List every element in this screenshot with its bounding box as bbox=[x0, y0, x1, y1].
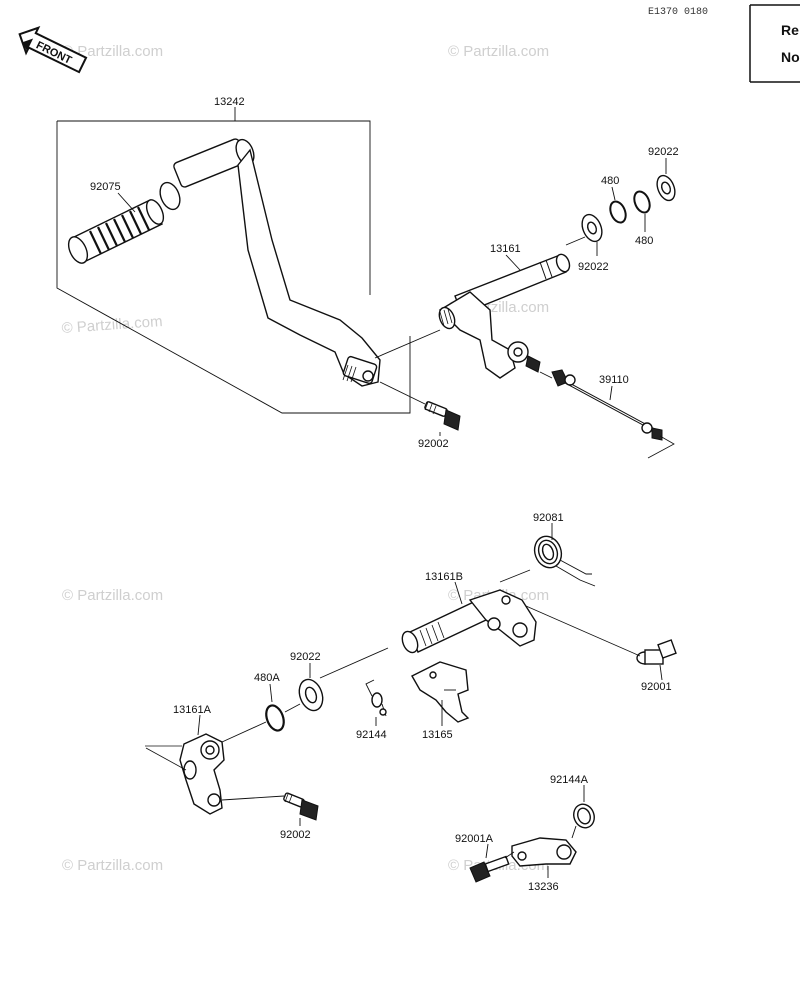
shift-shaft-13161 bbox=[438, 253, 571, 379]
washer-92022-top bbox=[656, 174, 676, 202]
label-480A[interactable]: 480A bbox=[254, 672, 280, 684]
lever-13161A bbox=[179, 733, 225, 815]
tie-rod-39110 bbox=[551, 369, 663, 441]
label-92001[interactable]: 92001 bbox=[641, 681, 672, 693]
label-39110[interactable]: 39110 bbox=[599, 374, 629, 386]
axis-92001 bbox=[525, 605, 641, 657]
washer-92022-low bbox=[298, 678, 324, 712]
plate-13165 bbox=[411, 661, 470, 723]
bolt-92001 bbox=[636, 639, 677, 665]
axis-bolt-low bbox=[221, 795, 285, 801]
label-13161[interactable]: 13161 bbox=[490, 243, 521, 255]
label-92144A[interactable]: 92144A bbox=[550, 774, 589, 786]
spring-92144A bbox=[571, 803, 595, 839]
assembly-outline-top bbox=[57, 120, 371, 295]
leader-92001A bbox=[485, 843, 489, 859]
label-92081[interactable]: 92081 bbox=[533, 512, 564, 524]
axis-tie-rod-right bbox=[647, 435, 675, 459]
corner-text-1: Re bbox=[781, 22, 799, 38]
circlip-480A bbox=[265, 704, 285, 732]
bolt-92002-top bbox=[424, 401, 461, 431]
label-480-mid[interactable]: 480 bbox=[635, 235, 653, 247]
leader-92001 bbox=[659, 664, 663, 681]
axis-circlip bbox=[284, 703, 301, 713]
label-13242[interactable]: 13242 bbox=[214, 96, 245, 108]
label-92022-mid[interactable]: 92022 bbox=[578, 261, 609, 273]
shift-pedal bbox=[159, 138, 381, 387]
washer-92022-mid bbox=[581, 213, 603, 243]
label-92144[interactable]: 92144 bbox=[356, 729, 387, 741]
axis-top-shaft bbox=[565, 236, 586, 246]
diagram-code: E1370 0180 bbox=[648, 7, 708, 18]
shift-shaft-13161B bbox=[401, 589, 537, 654]
corner-text-2: No bbox=[781, 49, 800, 65]
bolt-92002-low bbox=[283, 792, 319, 821]
bolt-92001A bbox=[469, 855, 510, 883]
label-13161B[interactable]: 13161B bbox=[425, 571, 463, 583]
leader-39110 bbox=[609, 385, 613, 401]
axis-lever-left2 bbox=[145, 747, 187, 771]
leader-13161A bbox=[197, 714, 201, 736]
leader-92075 bbox=[117, 192, 136, 213]
axis-92001A bbox=[504, 851, 515, 859]
watermark: © Partzilla.com bbox=[62, 587, 163, 604]
label-13165[interactable]: 13165 bbox=[422, 729, 453, 741]
watermark: © Partzilla.com bbox=[61, 313, 163, 337]
assembly-outline bbox=[56, 121, 411, 414]
leader-480A bbox=[269, 683, 273, 703]
watermark: © Partzilla.com bbox=[448, 43, 549, 60]
leader-480-top bbox=[611, 186, 616, 201]
label-480-top[interactable]: 480 bbox=[601, 175, 619, 187]
pedal-rubber bbox=[67, 199, 165, 264]
watermark: © Partzilla.com bbox=[62, 43, 163, 60]
label-92002-top[interactable]: 92002 bbox=[418, 438, 449, 450]
label-13161A[interactable]: 13161A bbox=[173, 704, 212, 716]
label-92075[interactable]: 92075 bbox=[90, 181, 121, 193]
circlip-480-mid bbox=[633, 190, 651, 214]
watermark-group: © Partzilla.com © Partzilla.com © Partzi… bbox=[61, 43, 549, 874]
leader-13161B bbox=[454, 581, 463, 605]
label-92022-top[interactable]: 92022 bbox=[648, 146, 679, 158]
axis-tie-rod-left bbox=[539, 371, 553, 379]
watermark: © Partzilla.com bbox=[62, 857, 163, 874]
spring-92144 bbox=[365, 679, 387, 717]
label-92002-low[interactable]: 92002 bbox=[280, 829, 311, 841]
axis-bottom-shaft bbox=[319, 647, 389, 679]
circlip-480-top bbox=[609, 200, 627, 224]
label-92001A[interactable]: 92001A bbox=[455, 833, 494, 845]
axis-pedal-shaft bbox=[374, 329, 441, 359]
axis-spring bbox=[499, 569, 531, 583]
leader-13161 bbox=[505, 254, 521, 271]
leader-bolt-axis bbox=[379, 381, 426, 405]
spring-92081 bbox=[533, 535, 596, 587]
bracket-13236 bbox=[511, 837, 577, 867]
label-13236[interactable]: 13236 bbox=[528, 881, 559, 893]
axis-lever-right bbox=[221, 721, 267, 743]
label-92022-low[interactable]: 92022 bbox=[290, 651, 321, 663]
